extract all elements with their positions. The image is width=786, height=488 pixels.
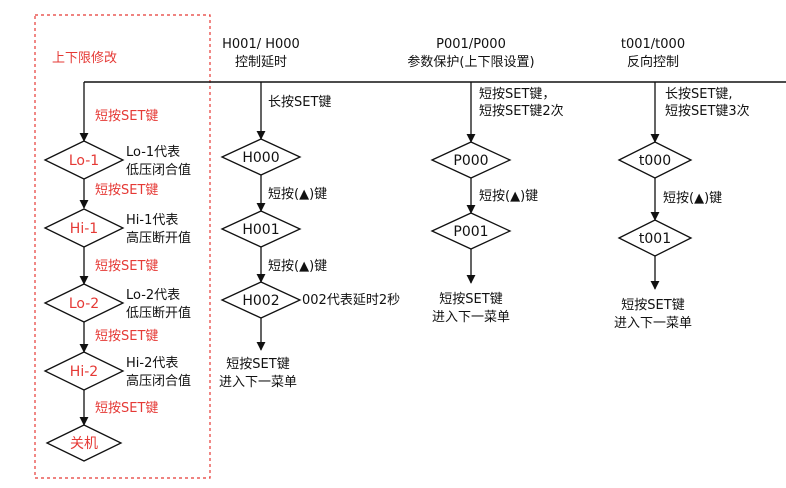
note-hi1-line1: Hi-1代表 [126,213,178,228]
node-p001-diamond [430,212,512,250]
node-off-label: 关机 [70,436,98,452]
left-panel-frame [34,14,211,479]
node-t001-diamond [617,219,693,257]
col-h-header-line2: 控制延时 [235,55,287,70]
note-lo2-line2: 低压断开值 [126,305,191,321]
left-press-label-5: 短按SET键 [95,401,158,416]
node-p000-label: P000 [453,153,488,169]
node-lo2-label: Lo-2 [69,296,99,312]
node-p000-diamond [430,141,512,179]
col-h-press-label-1: 短按(▲)键 [268,187,327,202]
col-p-enter-line1: 短按SET键， [479,87,555,102]
node-h000-diamond [220,138,302,176]
col-t-exit-line2: 进入下一菜单 [614,316,692,331]
left-press-label-1: 短按SET键 [95,109,158,124]
left-press-label-3: 短按SET键 [95,259,158,274]
node-lo1-label: Lo-1 [69,153,99,169]
node-hi1-label: Hi-1 [70,221,98,237]
col-p-enter-line2: 短按SET键2次 [479,103,564,119]
node-off-diamond [45,424,123,462]
col-t-exit-line1: 短按SET键 [621,298,684,313]
col-h-header-line1: H001/ H000 [222,37,300,52]
col-h-exit-line1: 短按SET键 [226,357,289,372]
node-h001-diamond [220,210,302,248]
node-h000-label: H000 [242,150,279,166]
col-p-exit-line1: 短按SET键 [439,292,502,307]
node-lo2-diamond [43,283,125,323]
col-h-press-label-2: 短按(▲)键 [268,259,327,274]
col-t-enter-line1: 长按SET键, [665,87,733,102]
node-hi2-label: Hi-2 [70,364,98,380]
node-t001-label: t001 [639,231,671,247]
col-h-exit-line2: 进入下一菜单 [219,375,297,390]
node-h002-label: H002 [242,293,279,309]
note-hi2-line2: 高压闭合值 [126,373,191,389]
note-lo1-line2: 低压闭合值 [126,162,191,178]
note-lo2-line1: Lo-2代表 [126,288,180,303]
node-t000-label: t000 [639,153,671,169]
col-t-header-line2: 反向控制 [627,54,679,70]
note-hi2-line1: Hi-2代表 [126,356,178,371]
col-p-header-line2: 参数保护(上下限设置) [407,54,534,70]
col-p-exit-line2: 进入下一菜单 [432,310,510,325]
col-t-press-label: 短按(▲)键 [663,191,722,206]
col-p-header-line1: P001/P000 [436,37,506,52]
left-press-label-4: 短按SET键 [95,329,158,344]
col-t-header-line1: t001/t000 [621,37,685,52]
left-press-label-2: 短按SET键 [95,183,158,198]
note-hi1-line2: 高压断开值 [126,230,191,246]
node-h002-diamond [220,281,302,319]
left-panel-title: 上下限修改 [52,51,117,66]
node-p001-label: P001 [453,224,488,240]
node-hi2-diamond [43,351,125,391]
col-t-enter-line2: 短按SET键3次 [665,103,750,119]
node-t000-diamond [617,141,693,179]
col-h-note: 002代表延时2秒 [302,293,400,308]
col-h-enter-label: 长按SET键 [268,95,331,110]
note-lo1-line1: Lo-1代表 [126,145,180,160]
node-lo1-diamond [43,140,125,180]
node-h001-label: H001 [242,222,279,238]
col-p-press-label: 短按(▲)键 [479,189,538,204]
node-hi1-diamond [43,208,125,248]
